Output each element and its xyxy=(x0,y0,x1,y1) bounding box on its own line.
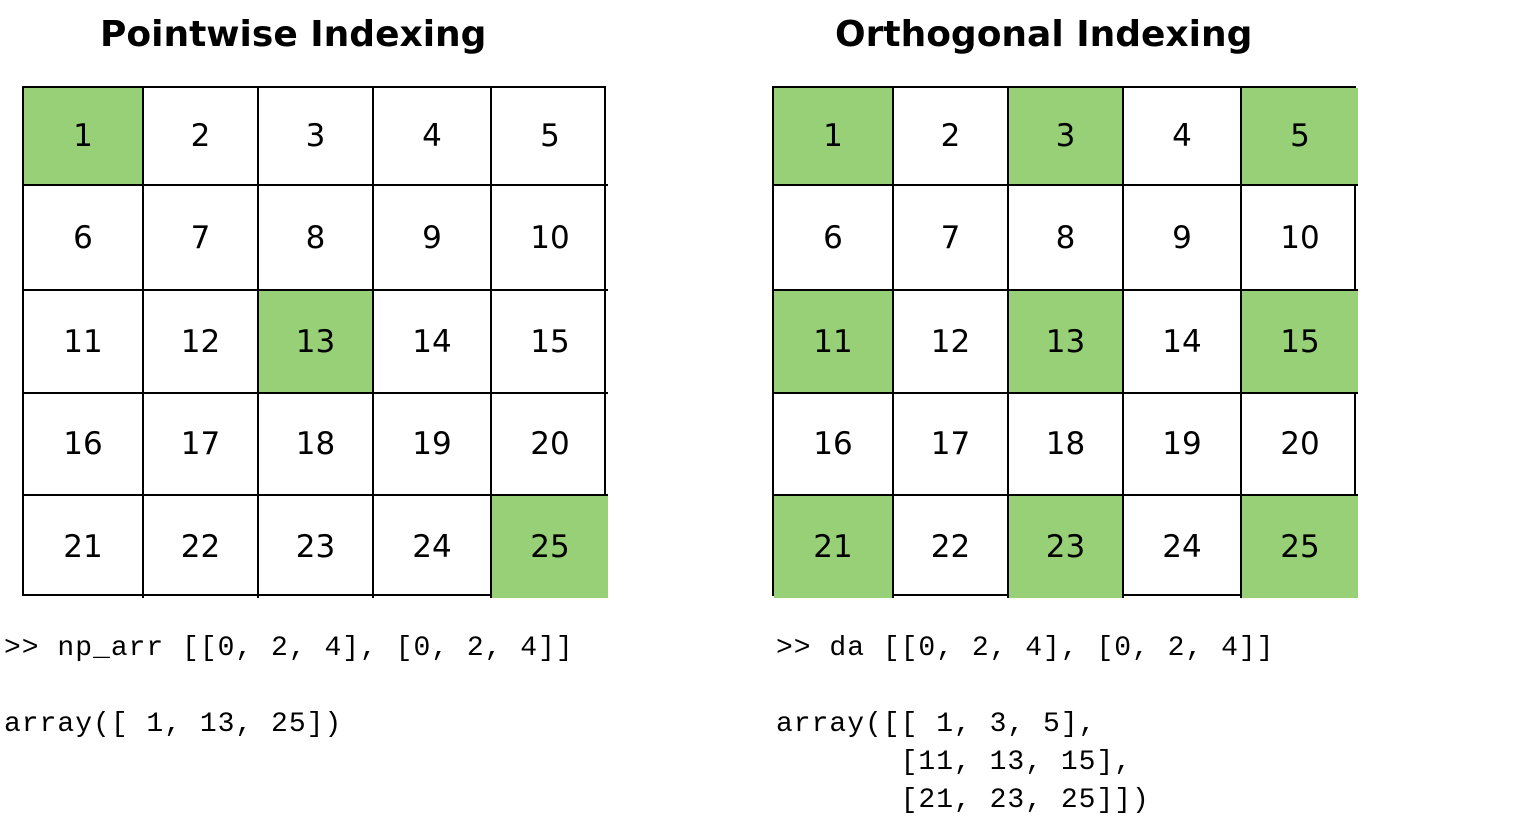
grid-cell: 13 xyxy=(1009,291,1124,394)
grid-cell: 20 xyxy=(492,394,608,496)
grid-cell: 21 xyxy=(774,496,894,598)
grid-cell: 21 xyxy=(24,496,144,598)
grid-cell: 24 xyxy=(374,496,492,598)
grid-cell: 11 xyxy=(24,291,144,394)
grid-cell: 9 xyxy=(1124,186,1242,291)
grid-cell: 17 xyxy=(894,394,1009,496)
grid-cell: 15 xyxy=(492,291,608,394)
grid-cell: 1 xyxy=(774,88,894,186)
grid-cell: 4 xyxy=(1124,88,1242,186)
grid-cell: 13 xyxy=(259,291,374,394)
orthogonal-title: Orthogonal Indexing xyxy=(835,14,1253,55)
grid-cell: 17 xyxy=(144,394,259,496)
grid-cell: 24 xyxy=(1124,496,1242,598)
grid-cell: 14 xyxy=(374,291,492,394)
pointwise-code-call: >> np_arr [[0, 2, 4], [0, 2, 4]] xyxy=(4,633,574,664)
orthogonal-code-call: >> da [[0, 2, 4], [0, 2, 4]] xyxy=(776,633,1275,664)
grid-cell: 7 xyxy=(894,186,1009,291)
grid-cell: 15 xyxy=(1242,291,1358,394)
grid-cell: 23 xyxy=(1009,496,1124,598)
grid-cell: 16 xyxy=(774,394,894,496)
grid-cell: 1 xyxy=(24,88,144,186)
grid-cell: 3 xyxy=(259,88,374,186)
grid-cell: 2 xyxy=(144,88,259,186)
grid-cell: 12 xyxy=(894,291,1009,394)
grid-cell: 4 xyxy=(374,88,492,186)
grid-cell: 22 xyxy=(894,496,1009,598)
grid-cell: 22 xyxy=(144,496,259,598)
grid-cell: 14 xyxy=(1124,291,1242,394)
grid-cell: 6 xyxy=(24,186,144,291)
grid-cell: 11 xyxy=(774,291,894,394)
grid-cell: 20 xyxy=(1242,394,1358,496)
grid-cell: 23 xyxy=(259,496,374,598)
grid-cell: 25 xyxy=(1242,496,1358,598)
grid-cell: 12 xyxy=(144,291,259,394)
grid-cell: 8 xyxy=(1009,186,1124,291)
grid-cell: 5 xyxy=(492,88,608,186)
grid-cell: 8 xyxy=(259,186,374,291)
pointwise-title: Pointwise Indexing xyxy=(100,14,487,55)
grid-cell: 19 xyxy=(374,394,492,496)
grid-cell: 16 xyxy=(24,394,144,496)
grid-cell: 9 xyxy=(374,186,492,291)
orthogonal-code-result: array([[ 1, 3, 5], [11, 13, 15], [21, 23… xyxy=(776,709,1150,816)
grid-cell: 18 xyxy=(259,394,374,496)
grid-cell: 10 xyxy=(1242,186,1358,291)
grid-cell: 2 xyxy=(894,88,1009,186)
grid-cell: 25 xyxy=(492,496,608,598)
grid-cell: 18 xyxy=(1009,394,1124,496)
pointwise-code-result: array([ 1, 13, 25]) xyxy=(4,709,343,740)
grid-cell: 6 xyxy=(774,186,894,291)
grid-cell: 7 xyxy=(144,186,259,291)
grid-cell: 3 xyxy=(1009,88,1124,186)
grid-cell: 5 xyxy=(1242,88,1358,186)
grid-cell: 10 xyxy=(492,186,608,291)
grid-cell: 19 xyxy=(1124,394,1242,496)
